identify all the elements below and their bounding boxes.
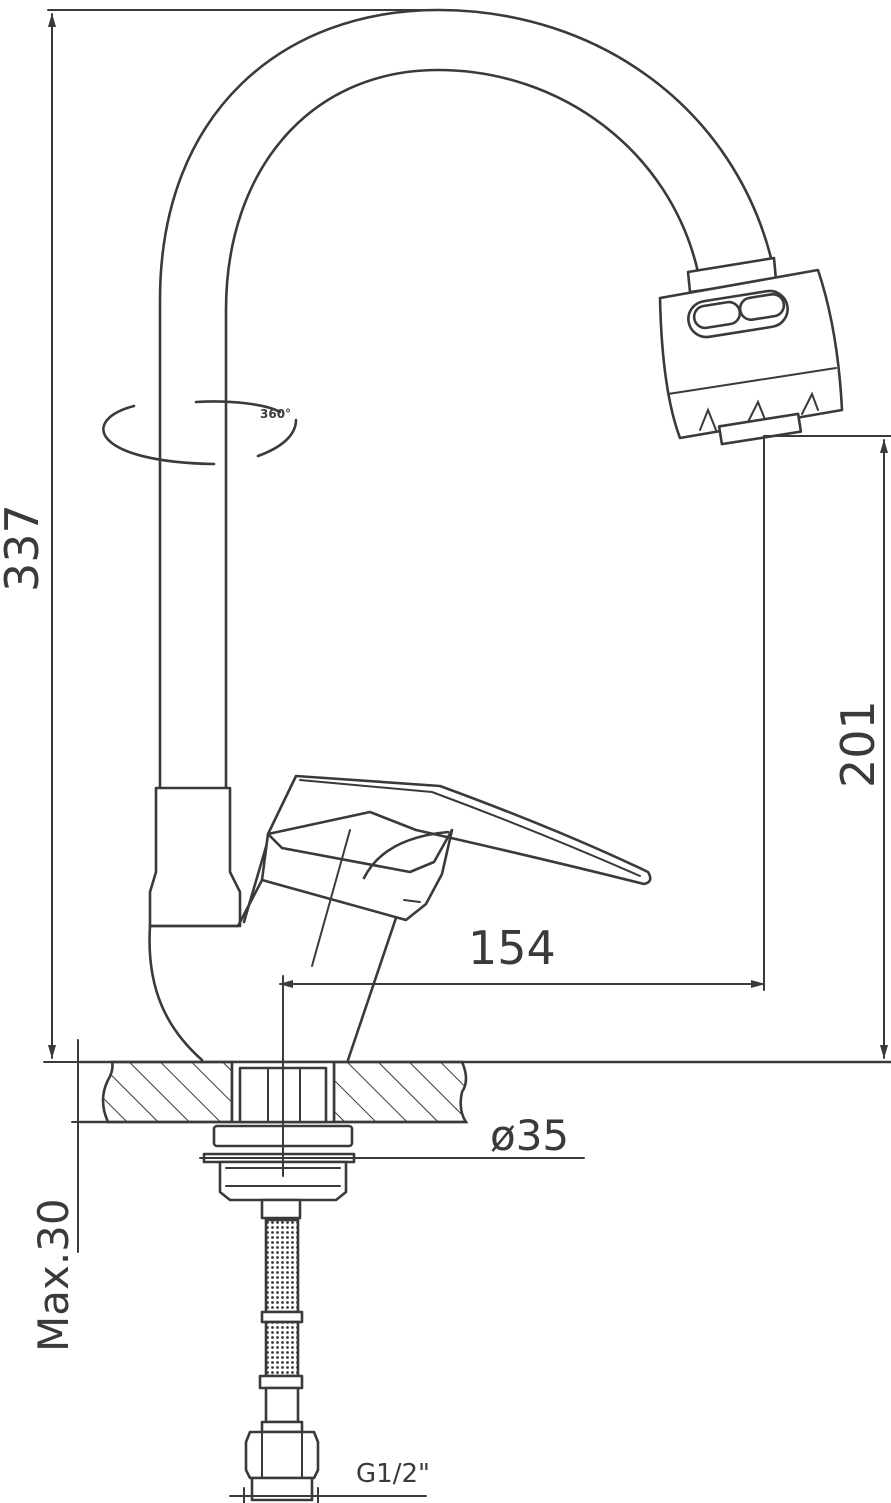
thread-label: G1/2": [356, 1459, 430, 1489]
rotation-indicator: 360°: [102, 400, 298, 466]
total-height-label: 337: [0, 504, 49, 592]
spout-height-label: 201: [831, 700, 885, 788]
hole-diameter-label: ø35: [490, 1111, 569, 1160]
flexible-hose: [244, 1198, 320, 1502]
aerator-head: [658, 256, 844, 446]
faucet-body: [148, 786, 400, 1062]
dimension-reach: 154: [279, 435, 765, 991]
rotation-label: 360°: [260, 407, 291, 421]
dimension-hole-diameter: ø35: [199, 1111, 585, 1160]
max-thickness-label: Max.30: [29, 1198, 78, 1352]
dimension-total-height: 337: [0, 9, 441, 1063]
countertop-section: [78, 1060, 891, 1124]
dimension-thread: G1/2": [229, 1459, 430, 1503]
mounting-nut: [202, 1124, 356, 1202]
reach-label: 154: [468, 921, 556, 975]
dimension-max-thickness: Max.30: [29, 1039, 97, 1352]
dimension-spout-height: 201: [763, 435, 891, 1059]
lever-handle: [260, 774, 652, 967]
